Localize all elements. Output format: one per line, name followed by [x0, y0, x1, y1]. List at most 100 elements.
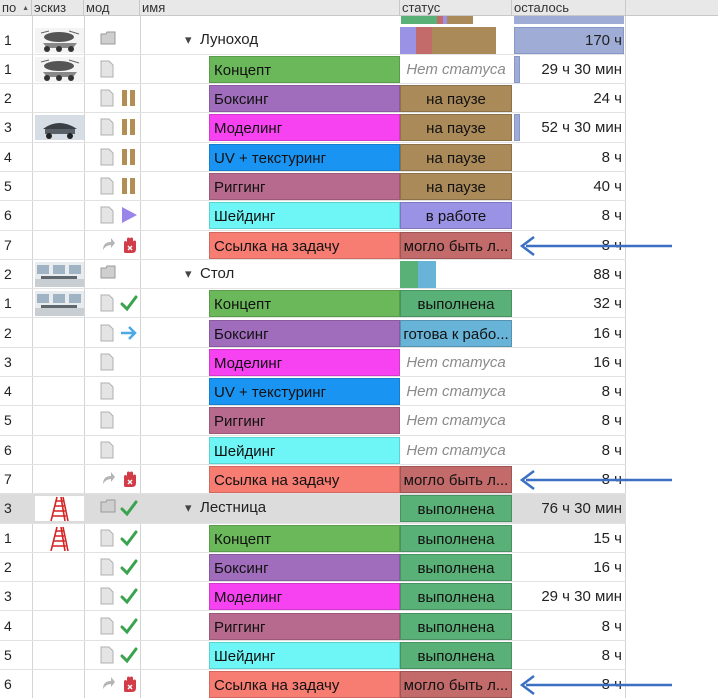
document-icon[interactable]: [100, 324, 114, 345]
checkmark-icon[interactable]: [120, 529, 138, 550]
document-icon[interactable]: [100, 529, 114, 550]
checkmark-icon[interactable]: [120, 617, 138, 638]
column-order[interactable]: по▲: [0, 0, 32, 16]
document-icon[interactable]: [100, 60, 114, 81]
status-cell[interactable]: могло быть л...: [400, 671, 512, 698]
status-cell[interactable]: выполнена: [400, 524, 512, 552]
task-name[interactable]: Риггинг: [209, 612, 400, 640]
status-cell[interactable]: на паузе: [400, 114, 512, 142]
document-icon[interactable]: [100, 382, 114, 403]
sketch-thumbnail[interactable]: [35, 27, 84, 53]
task-name[interactable]: Ссылка на задачу: [209, 671, 400, 698]
collapse-caret-icon[interactable]: ▾: [185, 31, 192, 47]
status-cell[interactable]: могло быть л...: [400, 231, 512, 259]
task-name[interactable]: UV + текстуринг: [209, 378, 400, 406]
document-icon[interactable]: [100, 89, 114, 110]
share-icon[interactable]: [100, 675, 116, 694]
document-icon[interactable]: [100, 206, 114, 227]
status-cell[interactable]: в работе: [400, 202, 512, 230]
collapse-caret-icon[interactable]: ▾: [185, 265, 192, 281]
folder-icon[interactable]: [100, 499, 116, 516]
arrow-right-icon[interactable]: [120, 324, 138, 345]
task-name[interactable]: Ссылка на задачу: [209, 231, 400, 259]
task-name[interactable]: Боксинг: [209, 85, 400, 113]
stop-hand-icon[interactable]: [120, 470, 138, 491]
document-icon[interactable]: [100, 148, 114, 169]
pause-icon[interactable]: [120, 177, 138, 198]
task-name[interactable]: Шейдинг: [209, 436, 400, 464]
status-cell[interactable]: Нет статуса: [406, 383, 506, 401]
document-icon[interactable]: [100, 118, 114, 139]
document-icon[interactable]: [100, 353, 114, 374]
task-name[interactable]: Концепт: [209, 55, 400, 83]
status-cell[interactable]: Нет статуса: [406, 441, 506, 459]
column-sketch[interactable]: эскиз: [32, 0, 84, 16]
status-cell[interactable]: Нет статуса: [406, 60, 506, 78]
status-cell[interactable]: выполнена: [400, 290, 512, 318]
play-icon[interactable]: [120, 206, 138, 227]
sketch-thumbnail[interactable]: [35, 115, 84, 141]
column-status[interactable]: статус: [400, 0, 512, 16]
group-row[interactable]: 1▾Луноход 170 ч: [0, 26, 626, 55]
sketch-thumbnail[interactable]: [35, 525, 84, 551]
task-name[interactable]: Риггинг: [209, 407, 400, 435]
pause-icon[interactable]: [120, 148, 138, 169]
status-cell[interactable]: выполнена: [400, 641, 512, 669]
task-name[interactable]: Шейдинг: [209, 641, 400, 669]
folder-icon[interactable]: [100, 265, 116, 282]
document-icon[interactable]: [100, 411, 114, 432]
status-cell[interactable]: выполнена: [400, 583, 512, 611]
document-icon[interactable]: [100, 441, 114, 462]
task-name[interactable]: Шейдинг: [209, 202, 400, 230]
task-name[interactable]: Боксинг: [209, 319, 400, 347]
document-icon[interactable]: [100, 646, 114, 667]
task-name[interactable]: Моделинг: [209, 114, 400, 142]
sketch-thumbnail[interactable]: [35, 496, 84, 522]
sketch-thumbnail[interactable]: [35, 291, 84, 317]
pause-icon[interactable]: [120, 118, 138, 139]
group-row[interactable]: 2▾Стол 88 ч: [0, 260, 626, 290]
document-icon[interactable]: [100, 587, 114, 608]
stop-hand-icon[interactable]: [120, 236, 138, 257]
status-cell[interactable]: на паузе: [400, 85, 512, 113]
document-icon[interactable]: [100, 617, 114, 638]
sketch-thumbnail[interactable]: [35, 56, 84, 82]
checkmark-icon[interactable]: [120, 587, 138, 608]
status-cell[interactable]: на паузе: [400, 143, 512, 171]
pause-icon[interactable]: [120, 89, 138, 110]
sketch-thumbnail[interactable]: [35, 261, 84, 287]
stop-hand-icon[interactable]: [120, 675, 138, 696]
checkmark-icon[interactable]: [120, 558, 138, 579]
task-name[interactable]: Боксинг: [209, 553, 400, 581]
task-name[interactable]: Концепт: [209, 290, 400, 318]
share-icon[interactable]: [100, 470, 116, 489]
checkmark-icon[interactable]: [120, 499, 138, 520]
status-cell[interactable]: Нет статуса: [406, 412, 506, 430]
task-name[interactable]: Ссылка на задачу: [209, 466, 400, 493]
status-cell[interactable]: на паузе: [400, 173, 512, 200]
task-name[interactable]: Риггинг: [209, 173, 400, 200]
task-name[interactable]: Концепт: [209, 524, 400, 552]
status-cell[interactable]: выполнена: [400, 612, 512, 640]
share-icon[interactable]: [100, 236, 116, 255]
document-icon[interactable]: [100, 558, 114, 579]
status-cell[interactable]: Нет статуса: [406, 353, 506, 371]
task-name[interactable]: Моделинг: [209, 348, 400, 376]
column-remaining[interactable]: осталось: [512, 0, 626, 16]
